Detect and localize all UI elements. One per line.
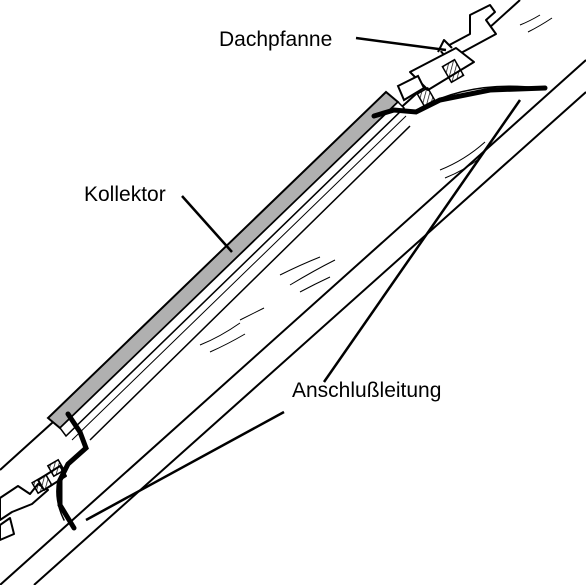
label-dachpfanne: Dachpfanne xyxy=(219,28,332,51)
roof-tile-bottom xyxy=(0,465,67,541)
upper-flashing xyxy=(396,74,426,102)
connection-pipe-top xyxy=(371,85,548,119)
batten-block-bottom-2 xyxy=(46,458,66,478)
wood-grain xyxy=(199,14,553,353)
connection-pipe-bottom xyxy=(56,411,89,531)
batten-block-top xyxy=(441,58,465,84)
collector-panel xyxy=(46,90,411,441)
label-anschlussleitung: Anschlußleitung xyxy=(292,379,441,402)
batten-block-bottom xyxy=(31,473,53,495)
label-kollektor: Kollektor xyxy=(84,183,166,206)
leader-lines xyxy=(85,36,522,522)
